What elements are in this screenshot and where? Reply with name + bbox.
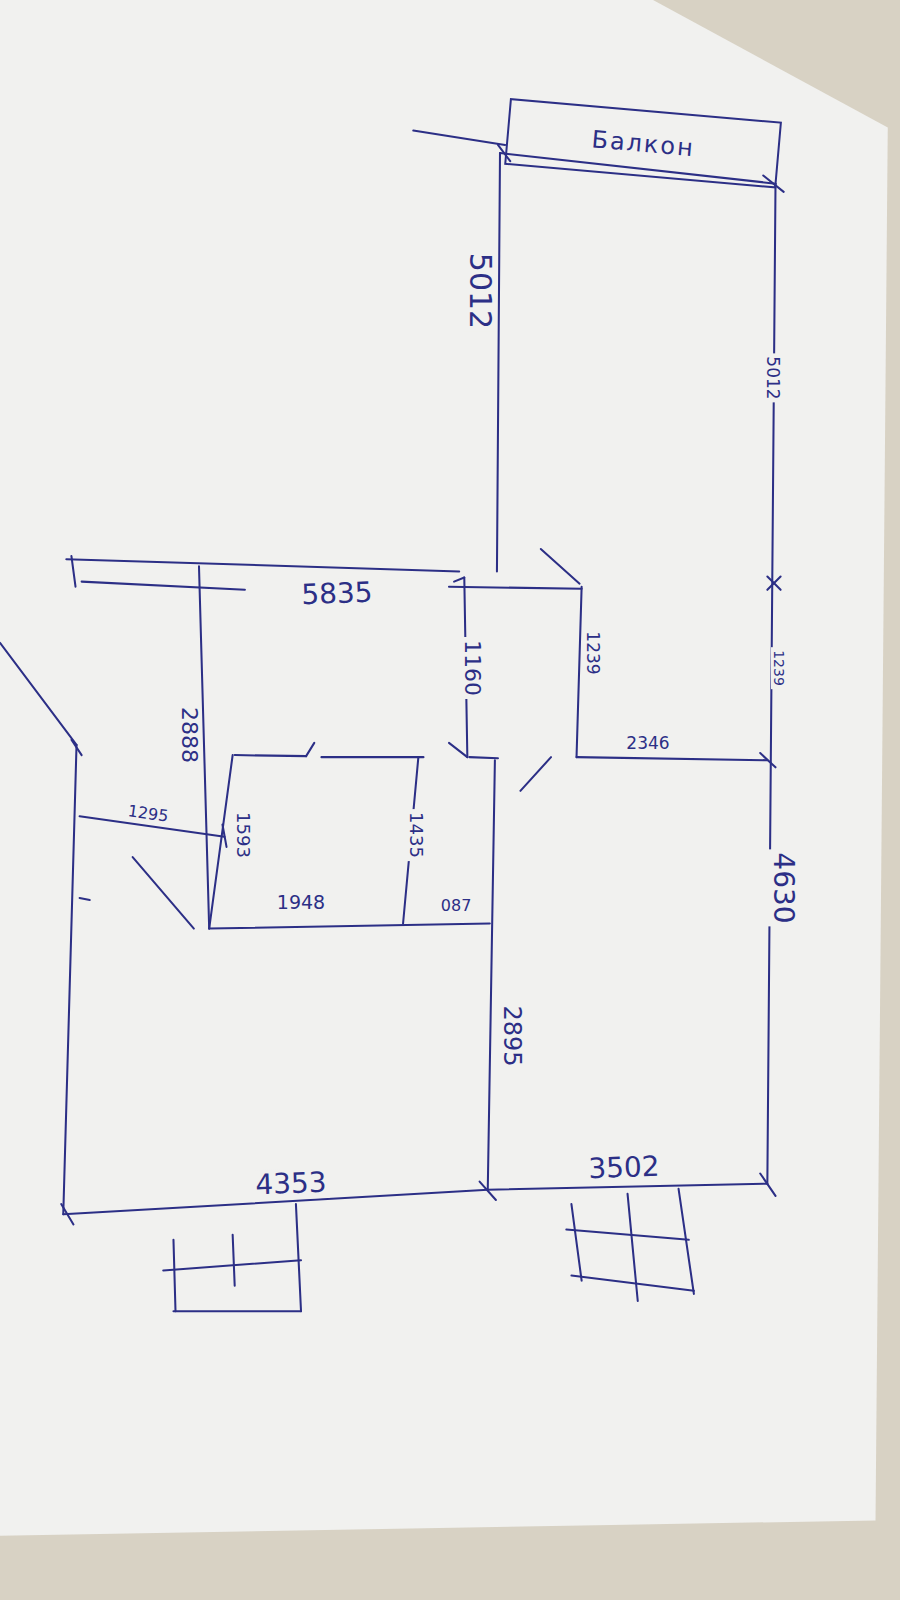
dimension-label: 087: [438, 897, 475, 915]
dimension-label: 1593: [233, 809, 253, 861]
dimension-label: 5012: [763, 353, 782, 402]
dimension-label: 1160: [460, 637, 484, 699]
room-name: Балкон: [587, 125, 700, 163]
dimension-label: 2888: [177, 704, 201, 766]
dimension-label: 4630: [768, 849, 798, 926]
dimension-label: 5835: [298, 578, 376, 611]
dimension-label: 4353: [252, 1167, 330, 1200]
dimension-label: 1948: [274, 892, 328, 913]
dimension-label: 2346: [623, 733, 672, 752]
dimension-label: 1239: [771, 648, 787, 690]
dimension-label: 1435: [406, 809, 426, 861]
dimension-label: 2895: [499, 1002, 525, 1069]
walls: [0, 131, 784, 1312]
paper-sheet: [0, 0, 888, 1536]
dimension-label: 1239: [582, 628, 601, 677]
dimension-label: 5012: [464, 250, 496, 332]
dimension-label: 3502: [585, 1152, 663, 1185]
